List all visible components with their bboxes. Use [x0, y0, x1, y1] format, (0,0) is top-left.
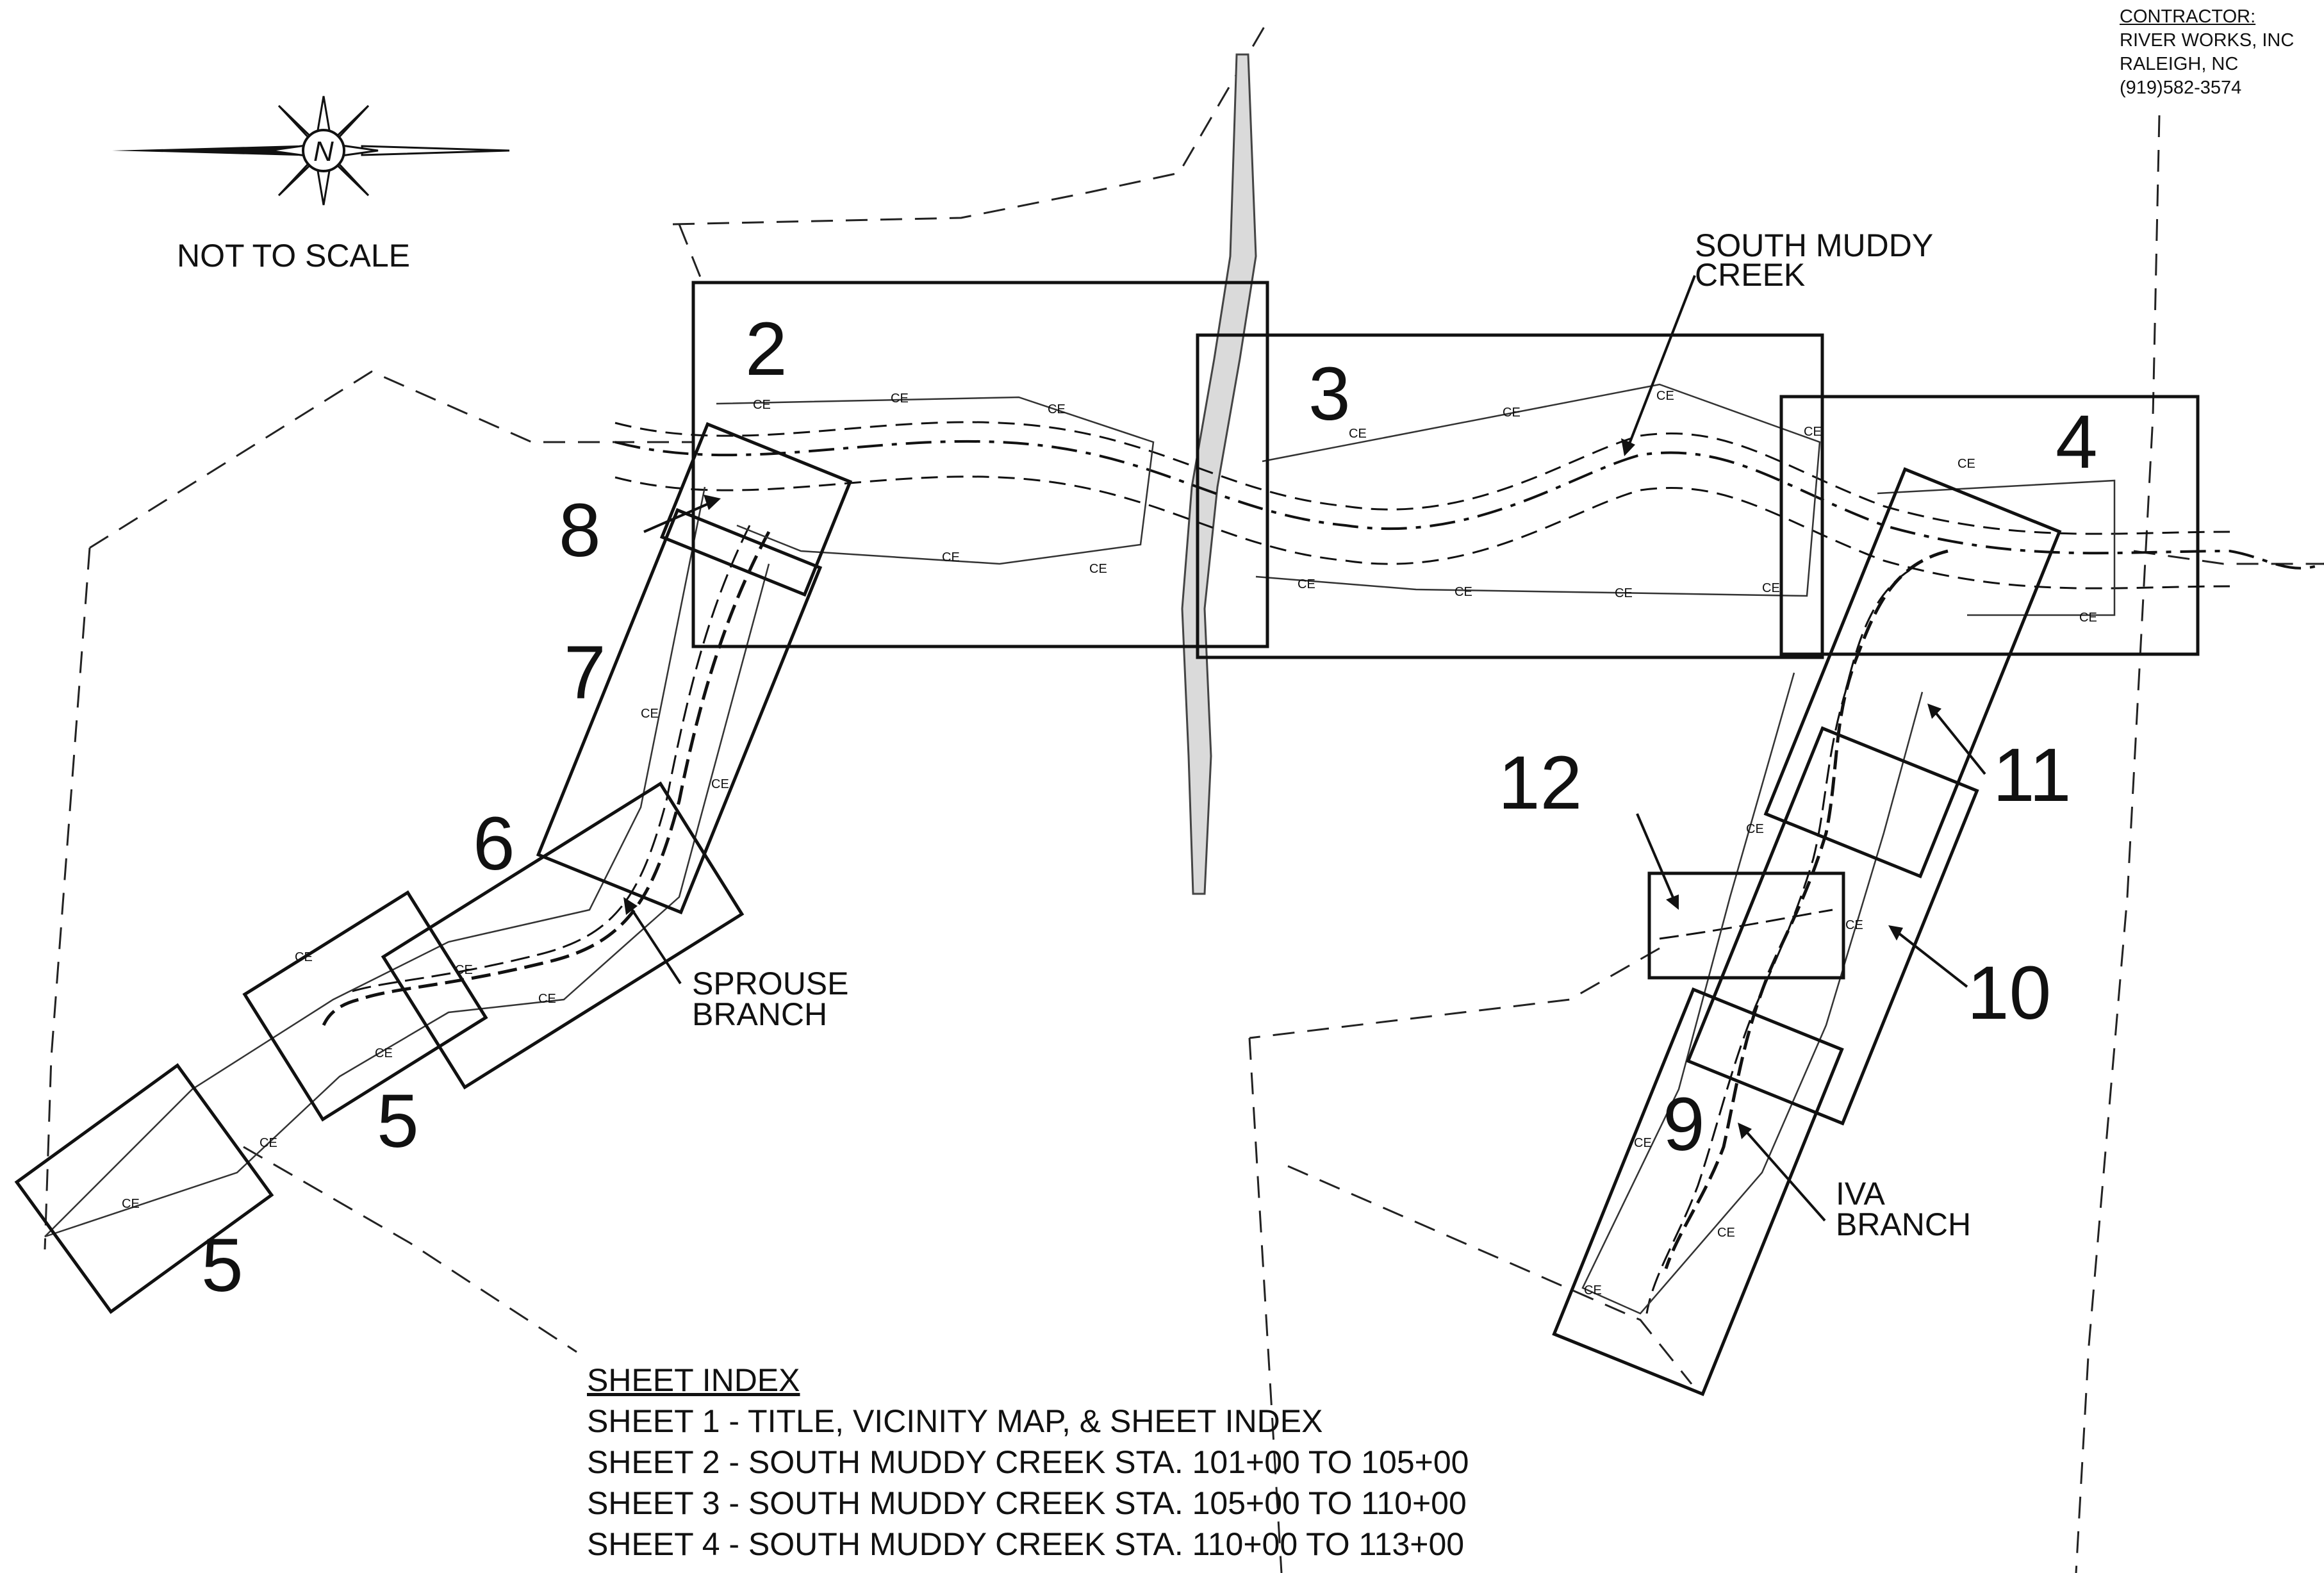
sheet-label-4: 4: [2056, 400, 2098, 484]
easement-tag: CE: [122, 1197, 140, 1211]
sheet-8-frame: [659, 422, 853, 597]
sheet-11-frame: [1763, 467, 2062, 878]
easement-tag: CE: [1746, 822, 1764, 836]
easement-tag: CE: [1762, 581, 1780, 595]
easement-tag: CE: [1717, 1226, 1735, 1240]
sheet-label-10: 10: [1967, 951, 2051, 1035]
sheet-5a-frame: [242, 890, 488, 1122]
stream-name-labels: SOUTH MUDDY CREEK SPROUSE BRANCH IVA BRA…: [692, 227, 1971, 1242]
south-muddy-creek-label: SOUTH MUDDY: [1695, 227, 1933, 263]
iva-branch-label: IVA: [1836, 1176, 1886, 1212]
stream-centerlines: [322, 421, 2324, 1314]
easement-tag: CE: [641, 707, 659, 721]
easement-tag: CE: [1804, 425, 1822, 439]
scale-note: NOT TO SCALE: [177, 238, 411, 274]
sheet-5b-frame: [14, 1063, 274, 1314]
easement-tag: CE: [1957, 457, 1975, 471]
sheet-index-title: SHEET INDEX: [587, 1362, 800, 1398]
sheet-6-frame: [381, 781, 745, 1090]
easement-lines: [44, 383, 2116, 1315]
sprouse-branch-label: SPROUSE: [692, 966, 849, 1001]
easement-tag: CE: [2079, 611, 2097, 625]
easement-tag: CE: [1455, 585, 1472, 599]
easement-tag: CE: [1503, 406, 1520, 420]
sheet-label-5a: 5: [377, 1079, 419, 1164]
easement-tag: CE: [1845, 918, 1863, 932]
easement-tag: CE: [1634, 1136, 1652, 1150]
north-arrow-icon: N: [112, 95, 510, 206]
easement-tags: CE CE CE CE CE CE CE CE CE CE CE CE CE C…: [122, 389, 2097, 1297]
contractor-city: RALEIGH, NC: [2120, 54, 2239, 74]
sheet-7-frame: [536, 507, 823, 915]
sheet-label-12: 12: [1498, 741, 1582, 825]
easement-tag: CE: [753, 398, 771, 412]
sheet-index-entry: SHEET 4 - SOUTH MUDDY CREEK STA. 110+00 …: [587, 1526, 1465, 1562]
contractor-heading: CONTRACTOR:: [2120, 6, 2256, 27]
easement-tag: CE: [538, 992, 556, 1006]
sheet-label-6: 6: [473, 802, 515, 886]
easement-tag: CE: [1349, 427, 1367, 441]
property-lines: [44, 19, 2324, 1573]
easement-tag: CE: [1048, 402, 1066, 416]
easement-tag: CE: [260, 1136, 277, 1150]
easement-tag: CE: [1089, 562, 1107, 576]
sheet-label-3: 3: [1308, 352, 1351, 436]
easement-tag: CE: [942, 550, 960, 564]
easement-tag: CE: [1615, 586, 1633, 600]
sheet-12-frame: [1647, 871, 1845, 980]
contractor-name: RIVER WORKS, INC: [2120, 30, 2295, 51]
iva-branch-label-2: BRANCH: [1836, 1207, 1971, 1242]
sheet-number-labels: 2 3 4 5 5 6 7 8 9 10 11 12: [201, 307, 2098, 1308]
leader-arrows: [623, 275, 1986, 1222]
sheet-10-frame: [1686, 726, 1979, 1126]
sheet-frames: [14, 281, 2200, 1396]
sheet-label-9: 9: [1663, 1082, 1705, 1167]
easement-tag: CE: [375, 1046, 393, 1060]
sheet-index-entry: SHEET 3 - SOUTH MUDDY CREEK STA. 105+00 …: [587, 1485, 1467, 1521]
svg-text:N: N: [313, 136, 334, 167]
sheet-4-frame: [1779, 395, 2200, 656]
sheet-label-8: 8: [559, 488, 601, 573]
sheet-label-7: 7: [564, 630, 606, 715]
sheet-index-entry: SHEET 1 - TITLE, VICINITY MAP, & SHEET I…: [587, 1403, 1323, 1439]
contractor-block: CONTRACTOR: RIVER WORKS, INC RALEIGH, NC…: [2120, 5, 2294, 100]
easement-tag: CE: [891, 391, 909, 406]
sheet-index-entry: SHEET 2 - SOUTH MUDDY CREEK STA. 101+00 …: [587, 1444, 1469, 1480]
sheet-9-frame: [1552, 987, 1844, 1396]
sheet-label-11: 11: [1993, 733, 2072, 818]
road-strip: [1181, 53, 1257, 895]
sheet-2-frame: [691, 281, 1269, 648]
sprouse-branch-label-2: BRANCH: [692, 996, 827, 1032]
easement-tag: CE: [711, 777, 729, 791]
easement-tag: CE: [1584, 1283, 1602, 1297]
sheet-3-frame: [1196, 333, 1824, 659]
contractor-phone: (919)582-3574: [2120, 78, 2242, 98]
sheet-label-5b: 5: [201, 1223, 243, 1308]
sheet-label-2: 2: [745, 307, 787, 391]
south-muddy-creek-label-2: CREEK: [1695, 257, 1805, 293]
sheet-index: SHEET INDEX SHEET 1 - TITLE, VICINITY MA…: [587, 1360, 1469, 1565]
easement-tag: CE: [1298, 577, 1315, 591]
easement-tag: CE: [1656, 389, 1674, 403]
